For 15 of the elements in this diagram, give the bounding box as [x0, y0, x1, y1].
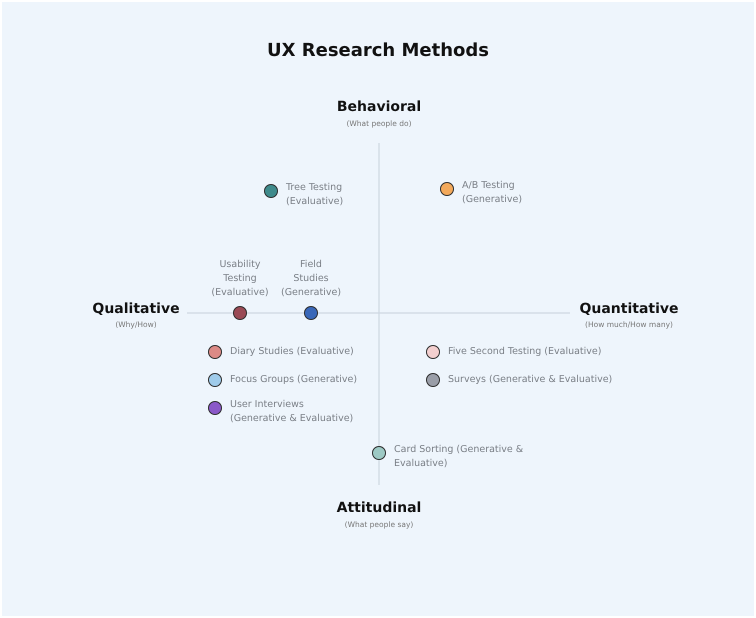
axis-title: Behavioral — [336, 98, 422, 116]
method-label: Focus Groups (Generative) — [230, 373, 358, 387]
chart-title: UX Research Methods — [266, 40, 490, 61]
axis-title: Attitudinal — [336, 499, 422, 517]
method-label: A/B Testing (Generative) — [462, 179, 524, 207]
method-label: Tree Testing (Evaluative) — [286, 181, 344, 209]
axis-title: Quantitative — [579, 300, 679, 318]
method-label: Diary Studies (Evaluative) — [230, 345, 354, 359]
method-label: Surveys (Generative & Evaluative) — [448, 373, 612, 387]
axis-title: Qualitative — [92, 300, 180, 318]
method-label: Usability Testing (Evaluative) — [211, 258, 269, 300]
method-label: Field Studies (Generative) — [280, 258, 342, 300]
method-label: Five Second Testing (Evaluative) — [448, 345, 602, 359]
method-label: User Interviews (Generative & Evaluative) — [230, 398, 354, 426]
method-label: Card Sorting (Generative & Evaluative) — [394, 443, 524, 471]
